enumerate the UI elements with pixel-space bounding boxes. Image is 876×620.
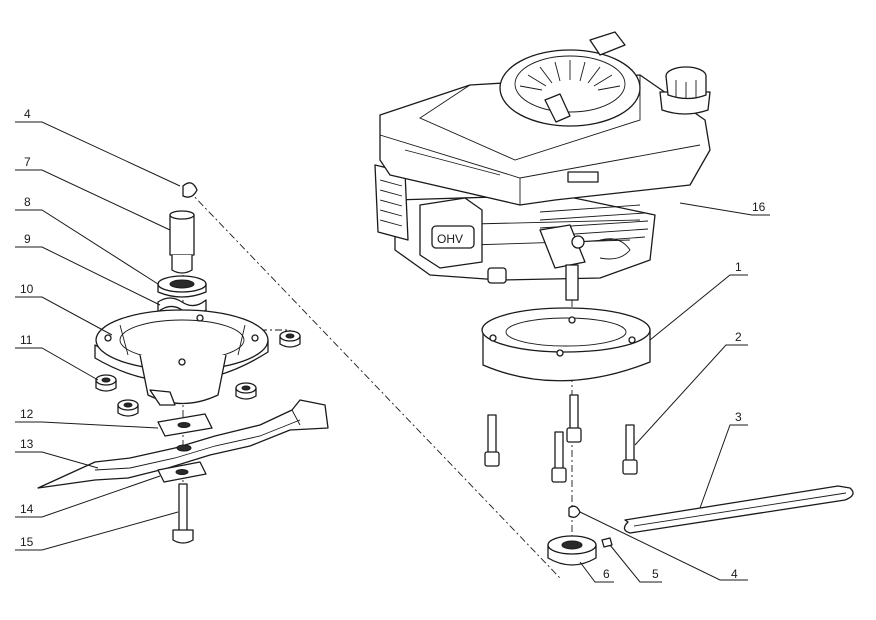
pulley-key	[601, 537, 613, 548]
woodruff-key-upper	[182, 182, 198, 198]
bolt	[484, 414, 500, 467]
ohv-badge: OHV	[437, 232, 463, 246]
callout-1: 1	[735, 260, 742, 274]
woodruff-key-lower	[568, 505, 581, 518]
nut	[235, 382, 257, 400]
crankshaft	[565, 264, 579, 301]
callout-16: 16	[752, 200, 766, 214]
engine-bolts	[484, 394, 638, 483]
bearing	[157, 275, 207, 298]
drive-belt	[623, 485, 854, 534]
pulley	[547, 535, 597, 566]
callout-4-upper: 4	[24, 107, 31, 121]
engine-assembly: OHV	[374, 31, 711, 301]
bolt	[551, 431, 567, 483]
spacer-ring	[481, 307, 651, 382]
starter-vents	[519, 60, 621, 91]
side-vent-grille	[374, 164, 409, 241]
bolt	[566, 394, 582, 443]
callout-11: 11	[20, 333, 33, 347]
callout-labels: 4 7 8 9 10 11 12 13 14 15 16 1 2 3 4 5 6	[20, 107, 766, 581]
shroud-latch	[567, 171, 599, 183]
callout-10: 10	[20, 282, 34, 296]
bolt	[622, 424, 638, 475]
callout-14: 14	[20, 502, 34, 516]
flange-nuts	[95, 330, 301, 417]
blade-holder	[94, 309, 269, 406]
fuel-cap	[659, 66, 711, 115]
callout-6: 6	[603, 567, 610, 581]
callout-12: 12	[20, 407, 34, 421]
nut	[117, 399, 139, 417]
blade-adapter-shaft	[169, 210, 195, 274]
blade-bolt	[172, 483, 194, 544]
callout-15: 15	[20, 535, 34, 549]
callout-5: 5	[652, 567, 659, 581]
callout-13: 13	[20, 437, 34, 451]
callout-3: 3	[735, 410, 742, 424]
upper-blade-plate	[157, 413, 213, 437]
callout-9: 9	[24, 232, 31, 246]
callout-2: 2	[735, 330, 742, 344]
mower-blade	[37, 399, 329, 489]
leader-lines	[15, 121, 770, 583]
ohv-badge-block: OHV	[419, 197, 483, 269]
nut	[279, 330, 301, 348]
recoil-starter	[499, 31, 641, 127]
lower-blade-plate	[157, 461, 207, 483]
callout-8: 8	[24, 195, 31, 209]
callout-7: 7	[24, 155, 31, 169]
starter-handle	[589, 31, 626, 56]
callout-4-lower: 4	[731, 567, 738, 581]
nut	[95, 374, 117, 392]
